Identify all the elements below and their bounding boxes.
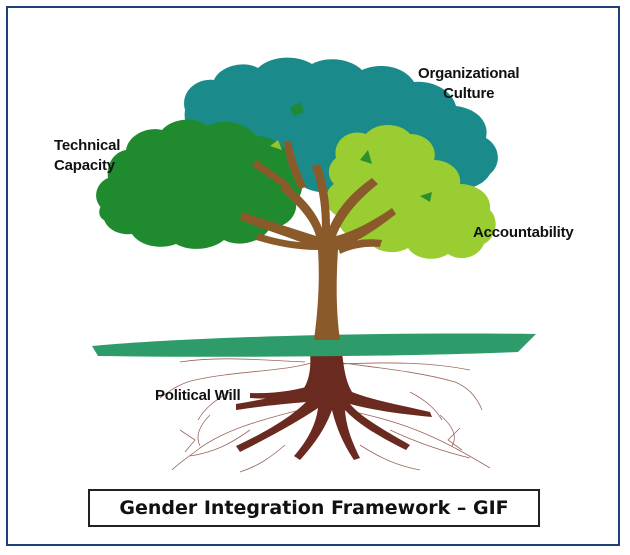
label-technical-capacity: Technical Capacity bbox=[54, 136, 120, 176]
trunk bbox=[240, 141, 396, 340]
label-organizational-culture-line1: Organizational bbox=[418, 65, 520, 82]
canopy-highlights bbox=[270, 102, 432, 202]
label-political-will: Political Will bbox=[155, 387, 241, 404]
diagram-title: Gender Integration Framework – GIF bbox=[119, 497, 509, 519]
label-organizational-culture: Organizational Culture bbox=[418, 64, 520, 104]
root-hairs bbox=[159, 358, 491, 473]
roots bbox=[236, 352, 432, 460]
label-accountability: Accountability bbox=[473, 224, 574, 241]
ground bbox=[92, 333, 536, 357]
label-technical-capacity-line2: Capacity bbox=[54, 157, 115, 174]
label-organizational-culture-line2: Culture bbox=[443, 85, 495, 102]
diagram-title-box: Gender Integration Framework – GIF bbox=[88, 489, 540, 527]
label-technical-capacity-line1: Technical bbox=[54, 137, 121, 154]
